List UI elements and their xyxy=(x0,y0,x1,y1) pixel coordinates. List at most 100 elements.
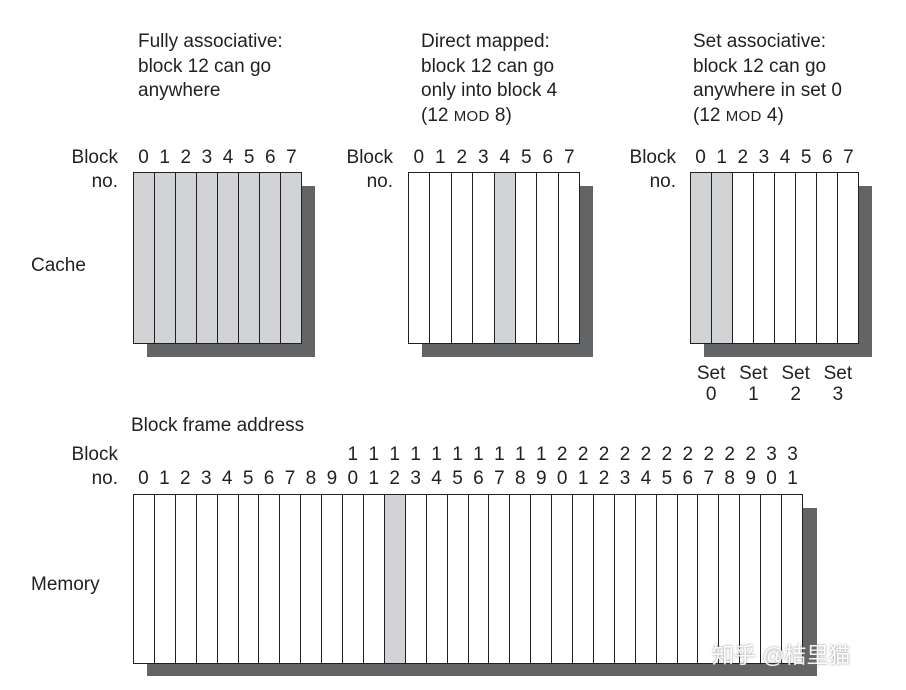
memory-block xyxy=(426,495,448,663)
block-number: 3 xyxy=(200,468,212,489)
cache-row-label: Cache xyxy=(31,255,86,276)
block-number: 4 xyxy=(221,468,233,489)
block-number: 1 xyxy=(159,468,170,489)
block-number-tens: 1 xyxy=(368,444,380,465)
memory-block xyxy=(301,495,323,663)
cache-block xyxy=(733,173,754,343)
fully-associative-cache xyxy=(133,172,302,344)
cache-block xyxy=(712,173,733,343)
block-number-tens: 1 xyxy=(535,444,547,465)
cache-block xyxy=(197,173,218,343)
cache-block xyxy=(473,173,495,343)
block-number: 9 xyxy=(326,468,338,489)
set-block-label: Block no. xyxy=(629,147,676,192)
block-number: 7 xyxy=(286,147,297,168)
block-number-tens: 2 xyxy=(745,444,756,465)
block-number: 1 xyxy=(159,147,170,168)
block-number: 3 xyxy=(201,147,213,168)
direct-block-label: Block no. xyxy=(346,147,393,192)
block-number-tens: 1 xyxy=(452,444,463,465)
cache-block xyxy=(537,173,559,343)
block-number: 2 xyxy=(180,468,191,489)
memory-block xyxy=(719,495,741,663)
set-associative-cache xyxy=(690,172,859,344)
memory-block xyxy=(217,495,239,663)
block-number-tens: 2 xyxy=(703,444,715,465)
cache-block xyxy=(134,173,155,343)
block-number: 2 xyxy=(456,147,468,168)
cache-block xyxy=(515,173,538,343)
cache-block xyxy=(796,173,817,343)
memory-block xyxy=(531,495,553,663)
block-number: 0 xyxy=(766,468,777,489)
memory-block xyxy=(614,495,636,663)
memory-block xyxy=(280,495,302,663)
block-number: 7 xyxy=(563,147,575,168)
block-number: 8 xyxy=(515,468,526,489)
block-number: 0 xyxy=(556,468,568,489)
cache-block xyxy=(155,173,176,343)
direct-mapped-cache xyxy=(408,172,580,344)
memory-block-label: Block no. xyxy=(71,444,118,489)
memory-block xyxy=(384,495,406,663)
block-number: 4 xyxy=(640,468,652,489)
block-number: 6 xyxy=(265,147,276,168)
cache-block xyxy=(817,173,838,343)
memory-block xyxy=(405,495,427,663)
block-number: 6 xyxy=(473,468,484,489)
block-number-tens: 3 xyxy=(766,444,777,465)
block-number: 0 xyxy=(695,147,706,168)
block-number: 4 xyxy=(779,147,791,168)
block-number: 4 xyxy=(499,147,511,168)
block-number: 9 xyxy=(745,468,756,489)
cache-block xyxy=(218,173,239,343)
block-number: 1 xyxy=(434,147,446,168)
memory-block xyxy=(635,495,657,663)
memory-block xyxy=(154,495,176,663)
memory-block xyxy=(740,495,762,663)
memory-block xyxy=(343,495,364,663)
block-number: 1 xyxy=(368,468,380,489)
block-number: 6 xyxy=(682,468,694,489)
memory-block xyxy=(175,495,197,663)
block-number-tens: 1 xyxy=(347,444,359,465)
memory-block xyxy=(447,495,469,663)
memory-block xyxy=(468,495,490,663)
cache-block xyxy=(451,173,474,343)
block-number: 3 xyxy=(477,147,489,168)
watermark: 知乎 @桔里猫 xyxy=(712,643,851,668)
cache-block xyxy=(558,173,579,343)
block-number: 0 xyxy=(138,468,149,489)
block-number: 8 xyxy=(305,468,317,489)
memory-block xyxy=(656,495,678,663)
block-number: 4 xyxy=(222,147,234,168)
block-number: 5 xyxy=(520,147,532,168)
memory-block xyxy=(677,495,699,663)
heading-line: anywhere xyxy=(138,80,221,101)
heading-line: block 12 can go xyxy=(138,55,272,77)
heading-line: block 12 can go xyxy=(421,55,555,77)
cache-block xyxy=(176,173,197,343)
block-number: 6 xyxy=(263,468,275,489)
memory-block xyxy=(552,495,574,663)
memory-block xyxy=(322,495,344,663)
block-number: 3 xyxy=(410,468,421,489)
memory-block xyxy=(593,495,615,663)
memory-row-label: Memory xyxy=(31,574,100,595)
block-number-tens: 2 xyxy=(640,444,652,465)
block-number-tens: 1 xyxy=(431,444,442,465)
heading-line: (12 MOD 8) xyxy=(421,104,512,126)
cache-block xyxy=(494,173,516,343)
block-number: 7 xyxy=(284,468,296,489)
block-number: 5 xyxy=(800,147,812,168)
block-number-tens: 2 xyxy=(682,444,694,465)
block-number: 8 xyxy=(724,468,735,489)
memory-block xyxy=(134,495,155,663)
block-number: 7 xyxy=(843,147,854,168)
